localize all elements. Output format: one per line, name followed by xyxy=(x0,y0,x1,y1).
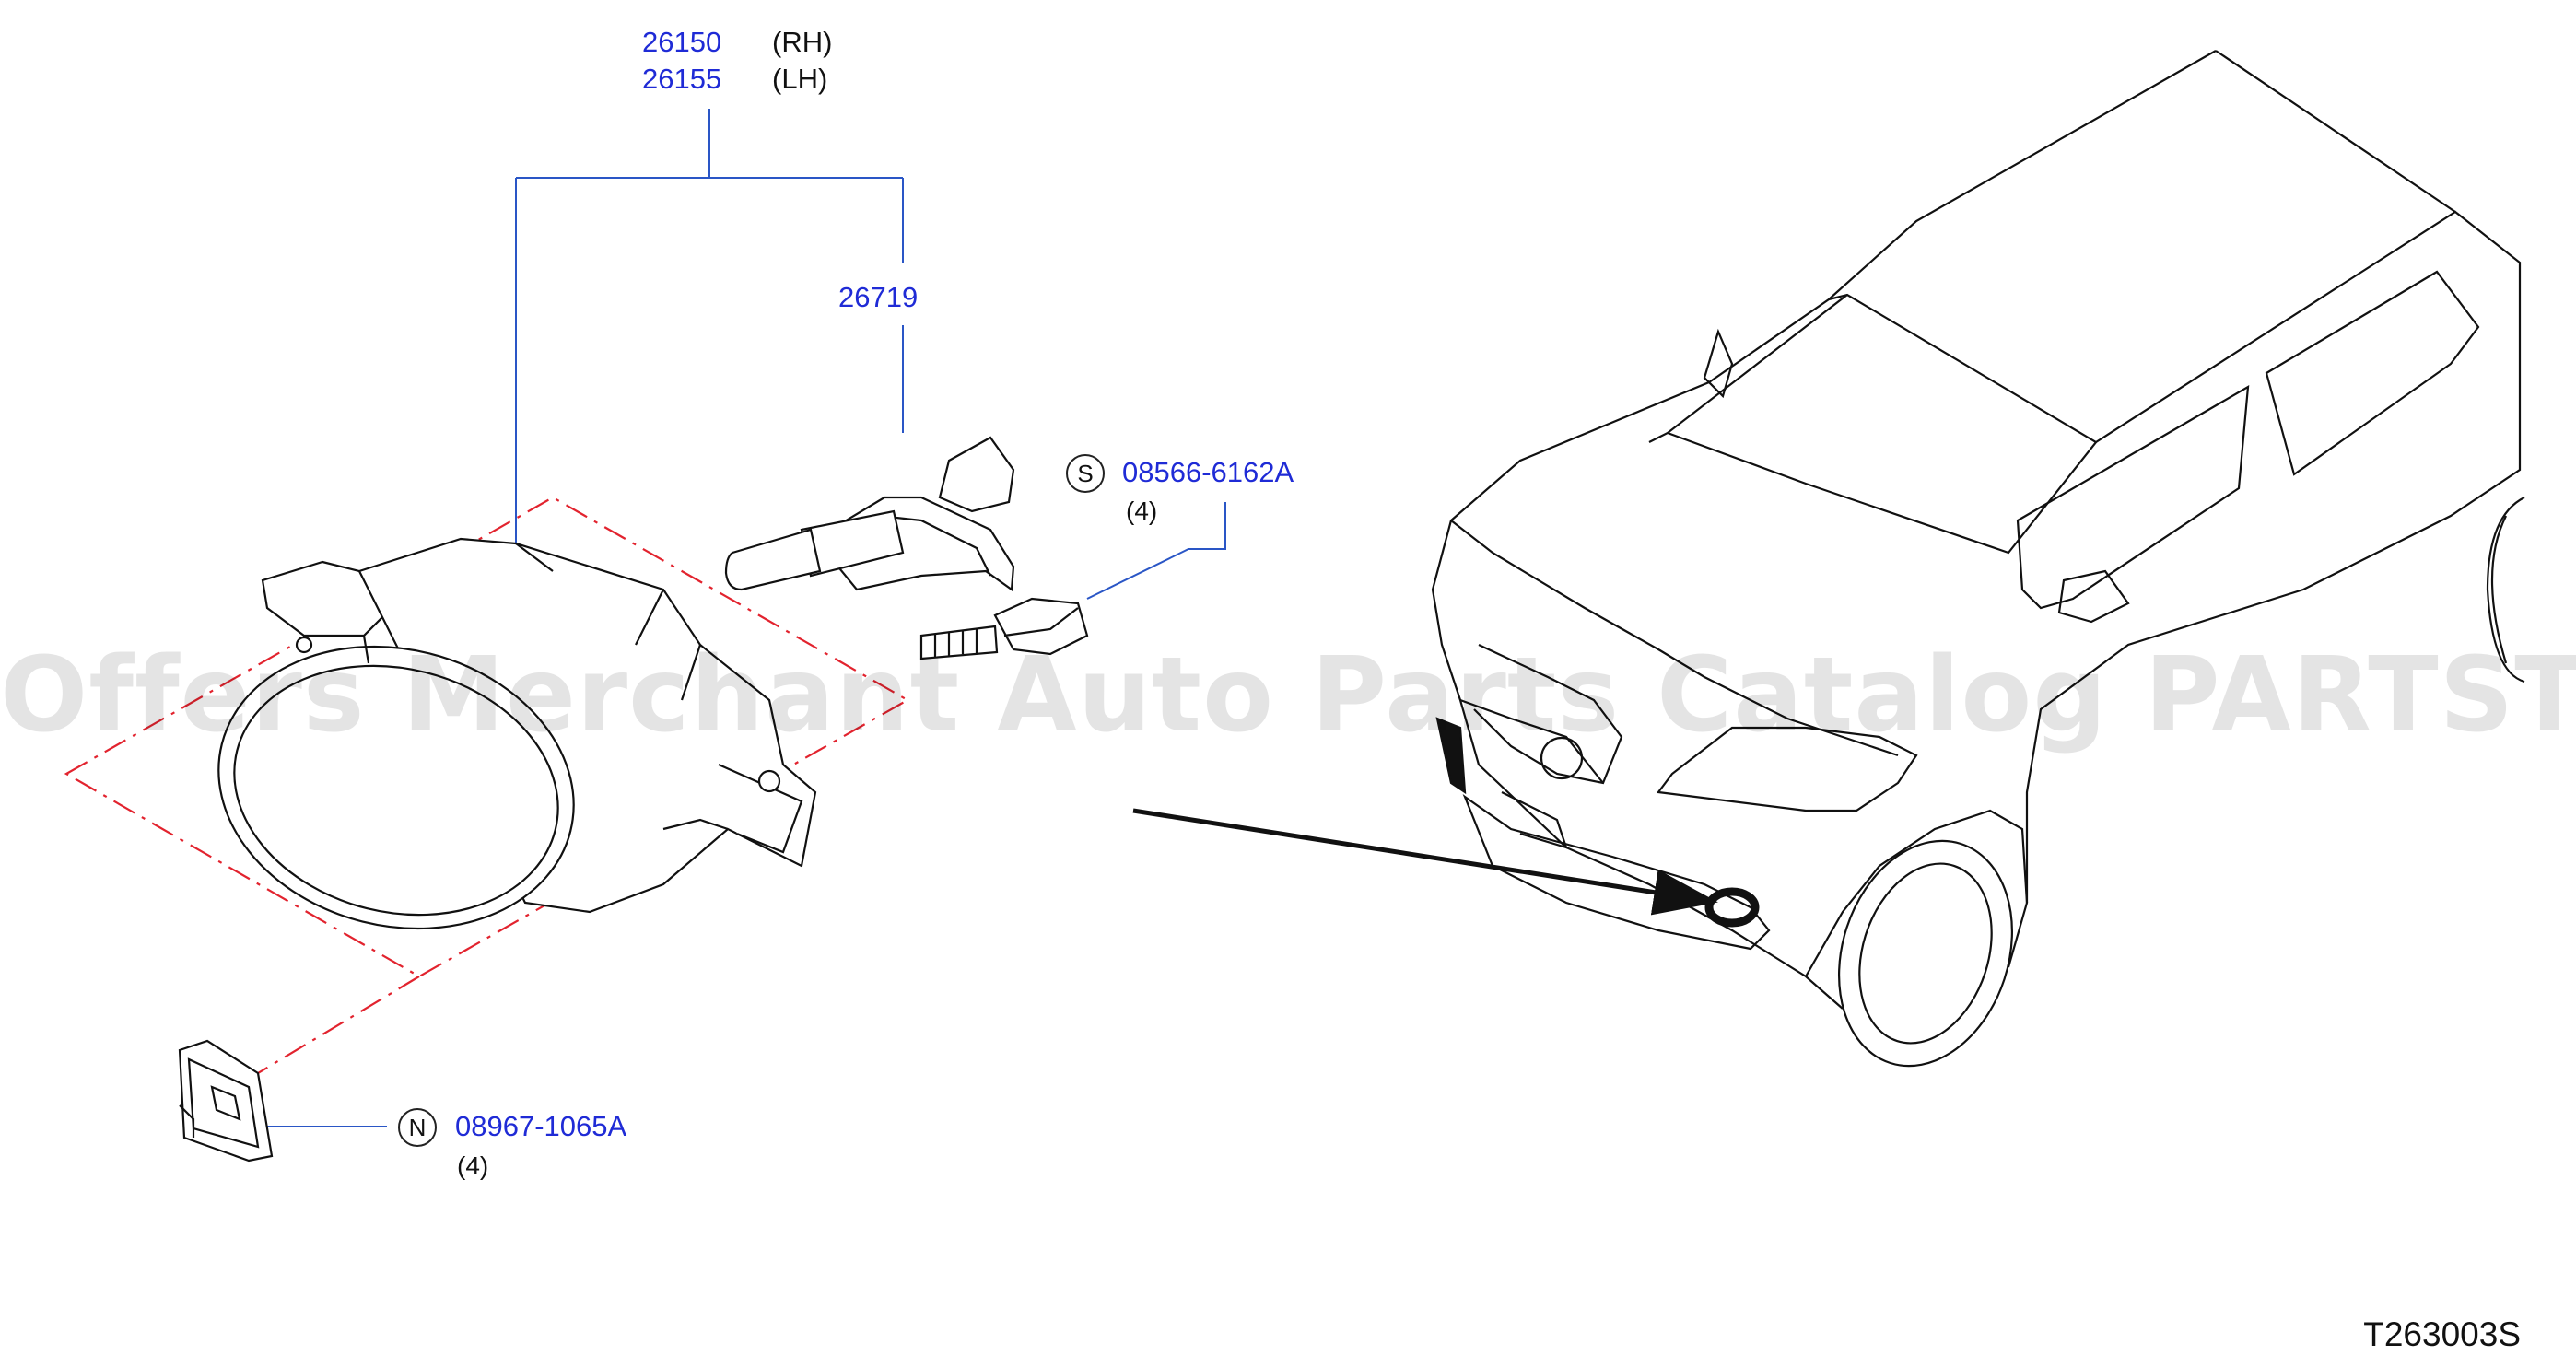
fog-lamp-rh-part-number[interactable]: 26150 xyxy=(642,26,722,58)
clip-quantity: (4) xyxy=(457,1151,489,1180)
bulb-icon xyxy=(724,436,1015,592)
leader-lines xyxy=(267,109,1226,1127)
location-arrow-icon xyxy=(1132,808,1718,916)
diagram-code: T263003S xyxy=(2363,1315,2521,1353)
fog-lamp-location-marker xyxy=(1704,887,1760,928)
fog-lamp-rh-side: (RH) xyxy=(772,26,833,58)
bulb-part-number[interactable]: 26719 xyxy=(838,281,919,313)
leader-fog-lamp xyxy=(515,109,904,543)
watermark: Offers Merchant Auto Parts Catalog PARTS… xyxy=(0,636,2576,755)
clip-nut-icon xyxy=(178,1039,274,1163)
vehicle-icon xyxy=(1431,50,2525,1068)
screw-part-number[interactable]: 08566-6162A xyxy=(1122,456,1294,488)
clip-symbol-badge: N xyxy=(398,1108,437,1147)
fog-lamp-lh-part-number[interactable]: 26155 xyxy=(642,63,722,95)
screw-icon xyxy=(919,597,1089,660)
fog-lamp-assembly-icon xyxy=(217,537,817,930)
screw-symbol-badge: S xyxy=(1066,454,1105,493)
screw-quantity: (4) xyxy=(1126,497,1158,525)
clip-part-number[interactable]: 08967-1065A xyxy=(455,1110,627,1142)
leader-screw xyxy=(1086,502,1226,600)
fog-lamp-lh-side: (LH) xyxy=(772,63,828,95)
